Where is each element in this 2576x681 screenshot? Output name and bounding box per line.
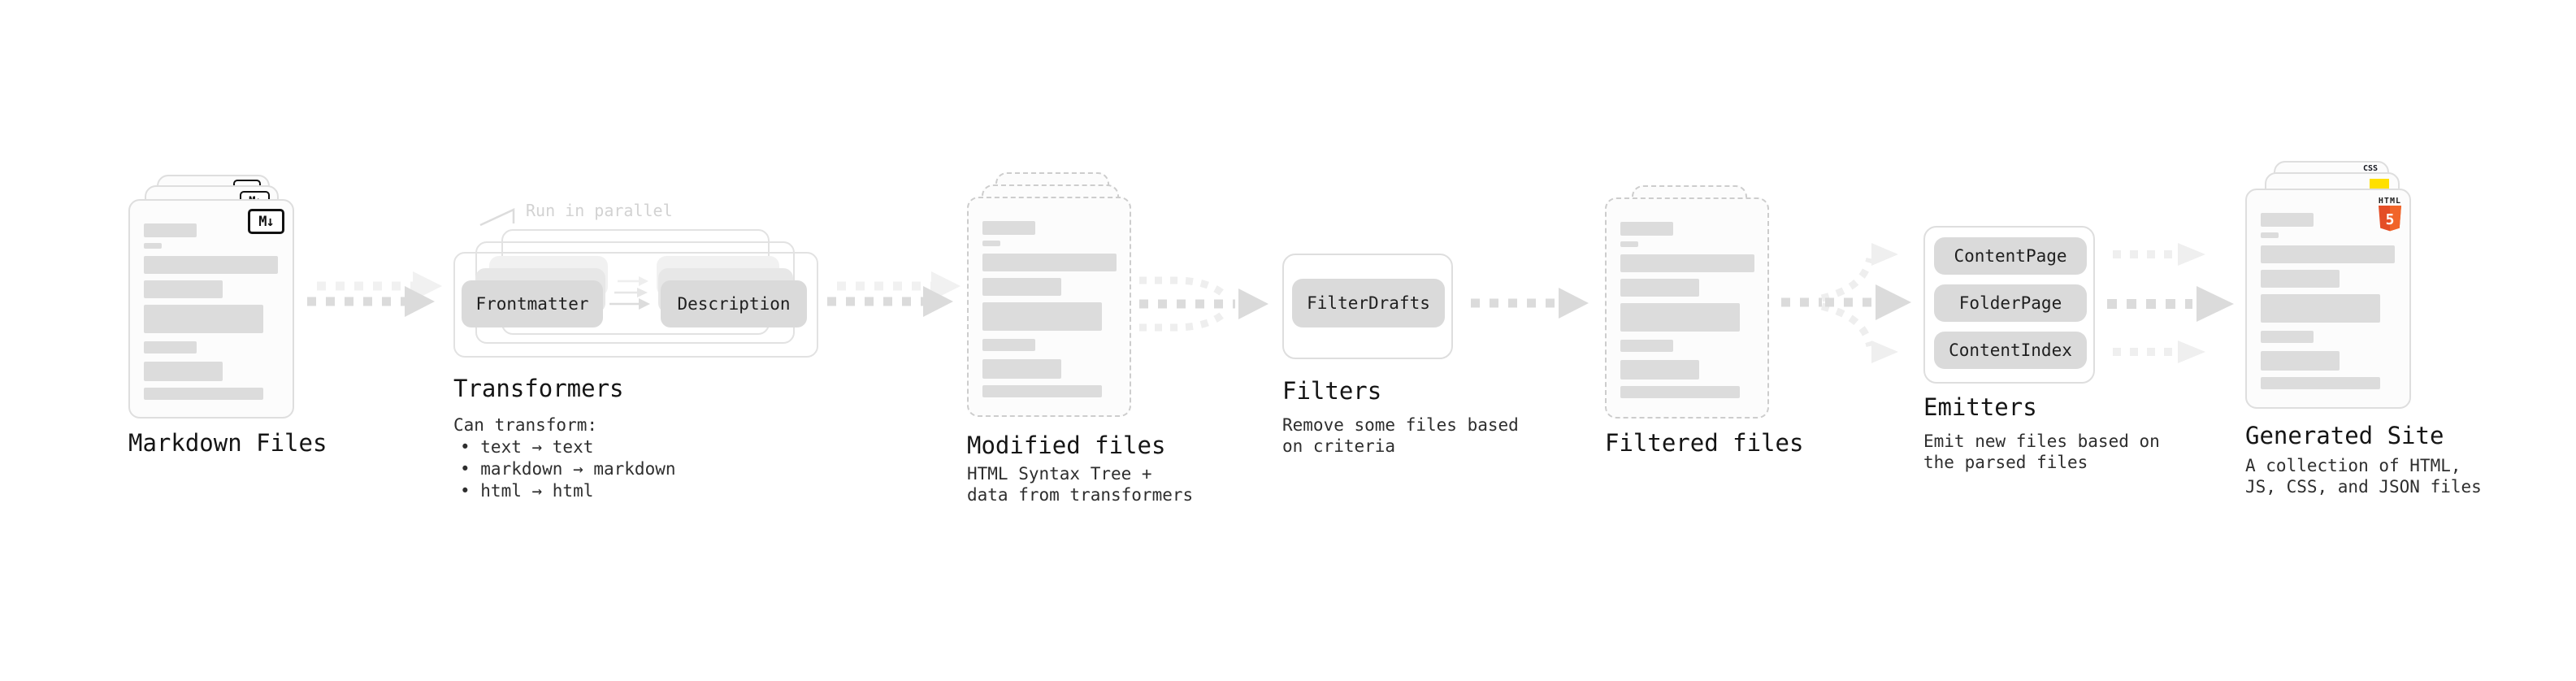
svg-text:5: 5 — [2386, 211, 2395, 228]
placeholder-text-bar — [982, 385, 1102, 397]
placeholder-text-bar — [1620, 340, 1673, 352]
arrow-transformers-to-modified-icon — [827, 271, 961, 317]
description-node: Description — [661, 280, 807, 327]
placeholder-text-bar — [1620, 386, 1740, 398]
placeholder-text-bar — [144, 243, 162, 249]
generated-site-card: HTML 5 — [2245, 189, 2411, 409]
filtered-files-label: Filtered files — [1605, 429, 1804, 457]
arrow-filtered-to-emitters-icon — [1781, 243, 1911, 363]
modified-file-card — [967, 197, 1131, 417]
placeholder-text-bar — [2261, 331, 2314, 343]
placeholder-text-bar — [144, 341, 197, 354]
run-in-parallel-note: Run in parallel — [526, 201, 673, 220]
placeholder-text-bar — [144, 256, 278, 274]
html5-icon: HTML 5 — [2379, 197, 2401, 232]
filter-drafts-node: FilterDrafts — [1292, 279, 1445, 327]
note-callout-line — [479, 208, 515, 227]
emitters-description: Emit new files based on the parsed files — [1923, 432, 2160, 472]
js-badge-icon — [2370, 179, 2389, 189]
placeholder-text-bar — [144, 223, 197, 237]
transform-bullet: • text → text — [460, 437, 594, 457]
filters-description: Remove some files based on criteria — [1282, 415, 1519, 456]
placeholder-text-bar — [982, 359, 1061, 379]
transformer-panel-front — [453, 252, 818, 358]
placeholder-text-bar — [1620, 279, 1699, 297]
generated-site-description: A collection of HTML, JS, CSS, and JSON … — [2245, 456, 2482, 497]
placeholder-text-bar — [2261, 245, 2395, 263]
placeholder-text-bar — [144, 305, 263, 333]
placeholder-text-bar — [1620, 241, 1638, 247]
transformers-description: Can transform: • text → text • markdown … — [453, 414, 676, 502]
css-badge-text: CSS — [2362, 164, 2379, 173]
placeholder-text-bar — [1620, 222, 1673, 236]
placeholder-text-bar — [982, 339, 1035, 351]
markdown-icon: M↓ — [248, 209, 284, 234]
content-index-node: ContentIndex — [1934, 332, 2087, 369]
generated-site-label: Generated Site — [2245, 422, 2444, 449]
html5-label: HTML — [2378, 197, 2401, 206]
placeholder-text-bar — [1620, 254, 1754, 272]
folder-page-node: FolderPage — [1934, 284, 2087, 322]
frontmatter-node: Frontmatter — [462, 280, 603, 327]
placeholder-text-bar — [144, 388, 263, 400]
modified-files-description: HTML Syntax Tree + data from transformer… — [967, 464, 1194, 505]
placeholder-text-bar — [2261, 294, 2380, 323]
placeholder-text-bar — [982, 221, 1035, 235]
modified-files-label: Modified files — [967, 432, 1166, 459]
can-transform-title: Can transform: — [453, 415, 598, 435]
arrow-markdown-to-transformers-icon — [307, 271, 442, 317]
arrow-emitters-to-generated-icon — [2107, 243, 2234, 363]
placeholder-text-bar — [982, 278, 1061, 296]
placeholder-text-bar — [2261, 377, 2380, 389]
placeholder-text-bar — [982, 302, 1102, 331]
placeholder-text-bar — [1620, 303, 1740, 332]
arrow-modified-to-filters-icon — [1139, 276, 1268, 332]
placeholder-text-bar — [2261, 232, 2279, 238]
placeholder-text-bar — [982, 241, 1000, 246]
transform-bullet: • html → html — [460, 481, 594, 501]
transformers-label: Transformers — [453, 375, 624, 402]
html5-shield-icon: 5 — [2378, 206, 2401, 232]
transform-step-arrows-icon — [609, 276, 650, 310]
filtered-file-card — [1605, 197, 1769, 419]
placeholder-text-bar — [2261, 351, 2340, 371]
placeholder-text-bar — [982, 254, 1117, 271]
placeholder-text-bar — [2261, 213, 2314, 227]
placeholder-text-bar — [2261, 270, 2340, 288]
markdown-file-card: M↓ — [128, 199, 294, 419]
markdown-files-label: Markdown Files — [128, 429, 327, 457]
arrow-filters-to-filtered-icon — [1471, 288, 1589, 319]
content-page-node: ContentPage — [1934, 237, 2087, 275]
placeholder-text-bar — [1620, 360, 1699, 380]
filters-label: Filters — [1282, 377, 1382, 405]
emitters-label: Emitters — [1923, 393, 2037, 421]
transform-bullet: • markdown → markdown — [460, 459, 676, 479]
placeholder-text-bar — [144, 362, 223, 381]
placeholder-text-bar — [144, 280, 223, 298]
